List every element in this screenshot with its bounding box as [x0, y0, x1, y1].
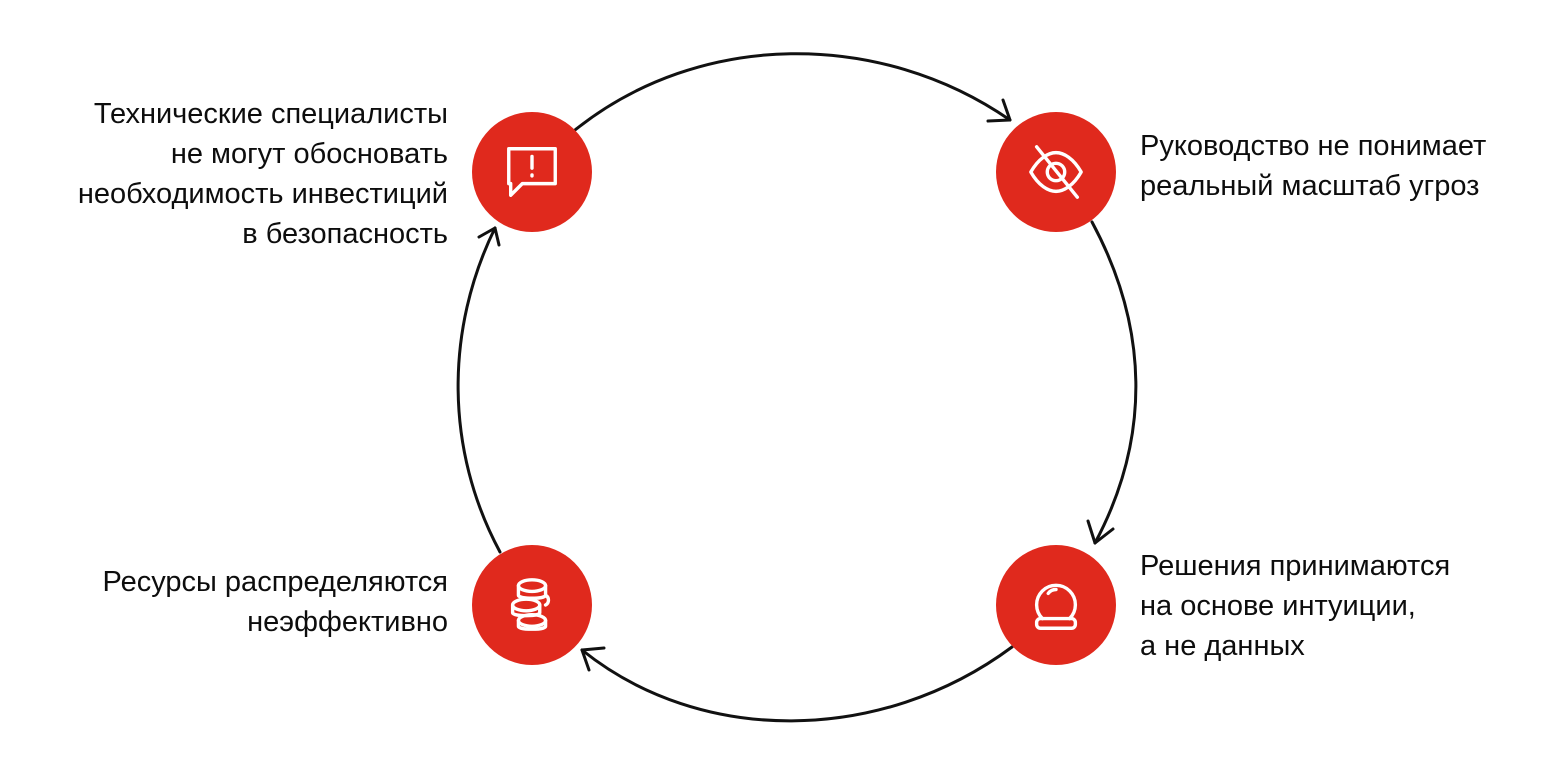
stage-label-line: в безопасность [242, 218, 448, 250]
stage-label-line: Решения принимаются [1140, 550, 1451, 582]
stage-label-bottom-right: Решения принимаются на основе интуиции, … [1140, 546, 1450, 666]
stage-label-line: реальный масштаб угроз [1140, 170, 1480, 202]
stage-label-line: Ресурсы распределяются [102, 566, 448, 598]
arrowhead-top [986, 98, 1012, 123]
stage-label-line: а не данных [1140, 630, 1305, 662]
stage-node-top-right [996, 112, 1116, 232]
stage-node-bottom-left [472, 545, 592, 665]
stage-label-top-right: Руководство не понимает реальный масштаб… [1140, 126, 1486, 206]
stage-node-bottom-right [996, 545, 1116, 665]
stage-label-line: необходимость инвестиций [77, 178, 448, 210]
arrowhead-right [1086, 519, 1115, 545]
crystal-ball-icon [1034, 583, 1078, 630]
arrow-top [573, 52, 1012, 132]
message-alert-icon [507, 147, 557, 197]
stage-label-line: неэффективно [247, 606, 448, 638]
stage-label-top-left: Технические специалисты не могут обоснов… [78, 94, 448, 254]
stage-node-top-left [472, 112, 592, 232]
arrow-bottom [580, 645, 1014, 723]
stage-label-line: на основе интуиции, [1140, 590, 1416, 622]
stage-label-line: не могут обосновать [170, 138, 448, 170]
arrow-left [456, 226, 502, 554]
stage-label-line: Технические специалисты [93, 98, 448, 130]
stage-label-line: Руководство не понимает [1140, 130, 1487, 162]
coins-stack-icon [510, 578, 551, 631]
eye-off-icon [1029, 145, 1083, 199]
arrowhead-left [477, 226, 501, 247]
arrow-right [1090, 220, 1138, 545]
stage-label-bottom-left: Ресурсы распределяются неэффективно [103, 562, 448, 642]
arrowhead-bottom [580, 646, 606, 672]
